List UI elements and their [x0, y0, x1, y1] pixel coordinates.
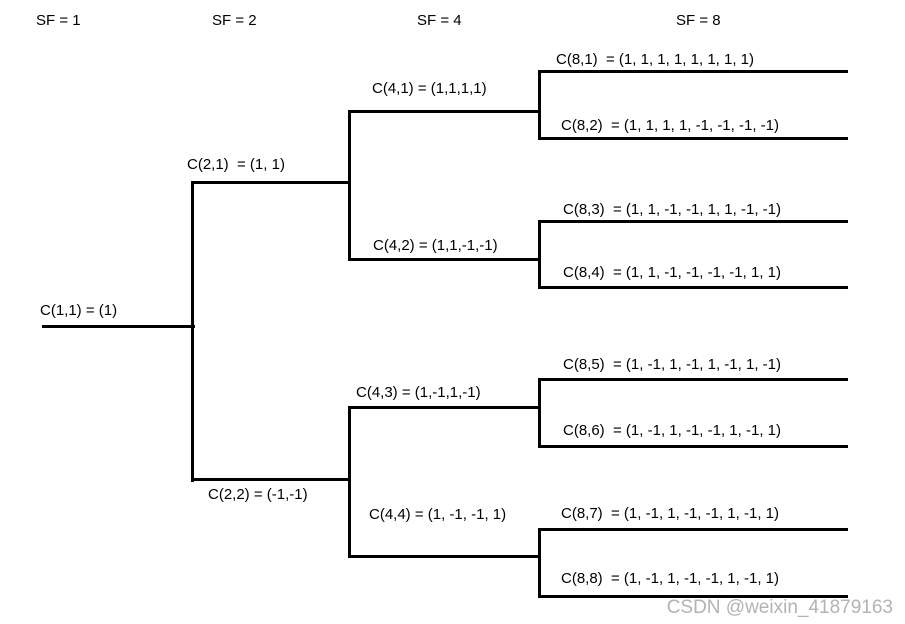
node-label-c83: C(8,3) = (1, 1, -1, -1, 1, 1, -1, -1) — [563, 201, 781, 218]
trunk-line-sf8-2 — [538, 220, 541, 289]
node-label-c87: C(8,7) = (1, -1, 1, -1, -1, 1, -1, 1) — [561, 505, 779, 522]
trunk-line-sf4-upper — [348, 110, 351, 261]
csdn-watermark: CSDN @weixin_41879163 — [666, 597, 893, 618]
node-label-c22: C(2,2) = (-1,-1) — [208, 486, 308, 503]
branch-line-c21 — [191, 181, 351, 184]
branch-line-c81 — [538, 70, 848, 73]
branch-line-c85 — [538, 378, 848, 381]
node-label-c41: C(4,1) = (1,1,1,1) — [372, 80, 487, 97]
node-label-c81: C(8,1) = (1, 1, 1, 1, 1, 1, 1, 1) — [556, 51, 755, 68]
branch-line-c44 — [348, 555, 541, 558]
branch-line-c88 — [538, 595, 848, 598]
branch-line-c41 — [348, 110, 541, 113]
trunk-line-sf8-1 — [538, 70, 541, 140]
branch-line-c82 — [538, 137, 848, 140]
node-label-c88: C(8,8) = (1, -1, 1, -1, -1, 1, -1, 1) — [561, 570, 779, 587]
branch-line-c87 — [538, 528, 848, 531]
node-label-c84: C(8,4) = (1, 1, -1, -1, -1, -1, 1, 1) — [563, 264, 781, 281]
node-label-c85: C(8,5) = (1, -1, 1, -1, 1, -1, 1, -1) — [563, 356, 781, 373]
branch-line-c84 — [538, 286, 848, 289]
branch-line-c86 — [538, 445, 848, 448]
column-header-sf2: SF = 2 — [212, 12, 257, 29]
column-header-sf8: SF = 8 — [676, 12, 721, 29]
branch-line-c22 — [191, 478, 351, 481]
node-label-c82: C(8,2) = (1, 1, 1, 1, -1, -1, -1, -1) — [561, 117, 779, 134]
trunk-line-sf4-lower — [348, 406, 351, 558]
branch-line-c11 — [42, 325, 195, 328]
node-label-c42: C(4,2) = (1,1,-1,-1) — [373, 237, 498, 254]
trunk-line-sf2 — [191, 181, 194, 482]
trunk-line-sf8-3 — [538, 378, 541, 448]
branch-line-c43 — [348, 406, 541, 409]
node-label-c44: C(4,4) = (1, -1, -1, 1) — [369, 506, 507, 523]
column-header-sf4: SF = 4 — [417, 12, 462, 29]
column-header-sf1: SF = 1 — [36, 12, 81, 29]
branch-line-c83 — [538, 220, 848, 223]
node-label-c86: C(8,6) = (1, -1, 1, -1, -1, 1, -1, 1) — [563, 422, 781, 439]
branch-line-c42 — [348, 258, 541, 261]
node-label-c21: C(2,1) = (1, 1) — [187, 156, 285, 173]
node-label-c11: C(1,1) = (1) — [40, 302, 118, 319]
node-label-c43: C(4,3) = (1,-1,1,-1) — [356, 384, 481, 401]
trunk-line-sf8-4 — [538, 528, 541, 598]
